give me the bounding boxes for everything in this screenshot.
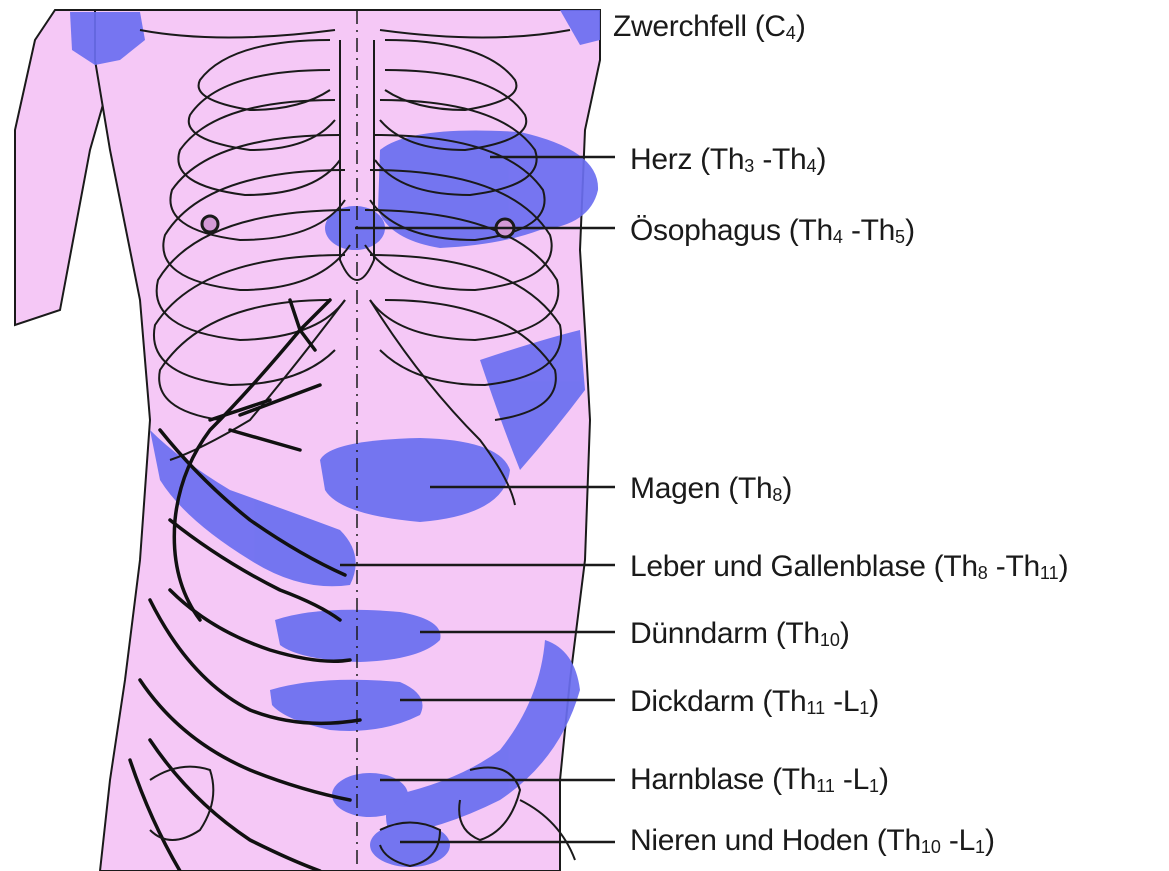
label-oesophagus: Ösophagus (Th4 -Th5) xyxy=(630,216,915,246)
label-leber-gallenblase: Leber und Gallenblase (Th8 -Th11) xyxy=(630,552,1068,582)
label-dickdarm: Dickdarm (Th11 -L1) xyxy=(630,687,879,717)
label-herz: Herz (Th3 -Th4) xyxy=(630,145,826,175)
label-zwerchfell: Zwerchfell (C4) xyxy=(613,12,806,42)
label-magen: Magen (Th8) xyxy=(630,474,792,504)
label-harnblase: Harnblase (Th11 -L1) xyxy=(630,765,889,795)
label-duenndarm: Dünndarm (Th10) xyxy=(630,619,850,649)
label-nieren-hoden: Nieren und Hoden (Th10 -L1) xyxy=(630,826,995,856)
